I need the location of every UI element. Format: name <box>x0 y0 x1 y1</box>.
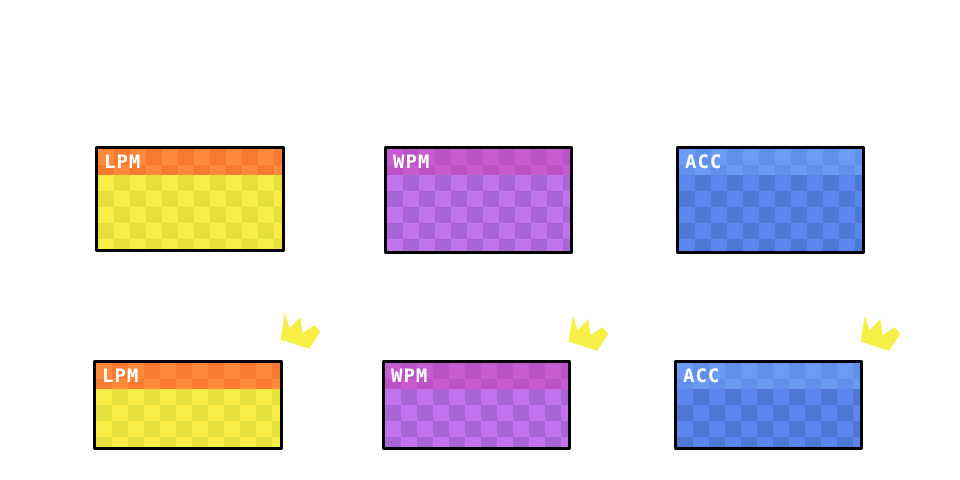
card-body <box>679 175 862 251</box>
card-body <box>98 175 282 249</box>
crown-icon <box>280 313 321 349</box>
card-header <box>98 149 282 175</box>
card-label-lpm: LPM <box>104 151 142 173</box>
card-label-wpm: WPM <box>391 365 429 387</box>
card-label-lpm: LPM <box>102 365 140 387</box>
best-stat-card-wpm: WPM <box>382 360 571 450</box>
card-header <box>387 149 570 175</box>
card-body <box>677 389 860 447</box>
card-label-acc: ACC <box>685 151 723 173</box>
stat-card-acc: ACC <box>676 146 865 254</box>
card-label-wpm: WPM <box>393 151 431 173</box>
card-header <box>677 363 860 389</box>
stat-card-lpm: LPM <box>95 146 285 252</box>
crown-icon <box>568 315 609 351</box>
best-stat-card-acc: ACC <box>674 360 863 450</box>
card-body <box>96 389 280 447</box>
card-header <box>96 363 280 389</box>
card-header <box>385 363 568 389</box>
card-header <box>679 149 862 175</box>
best-stat-card-lpm: LPM <box>93 360 283 450</box>
crown-icon <box>860 315 901 351</box>
card-label-acc: ACC <box>683 365 721 387</box>
card-body <box>385 389 568 447</box>
stat-card-wpm: WPM <box>384 146 573 254</box>
card-body <box>387 175 570 251</box>
